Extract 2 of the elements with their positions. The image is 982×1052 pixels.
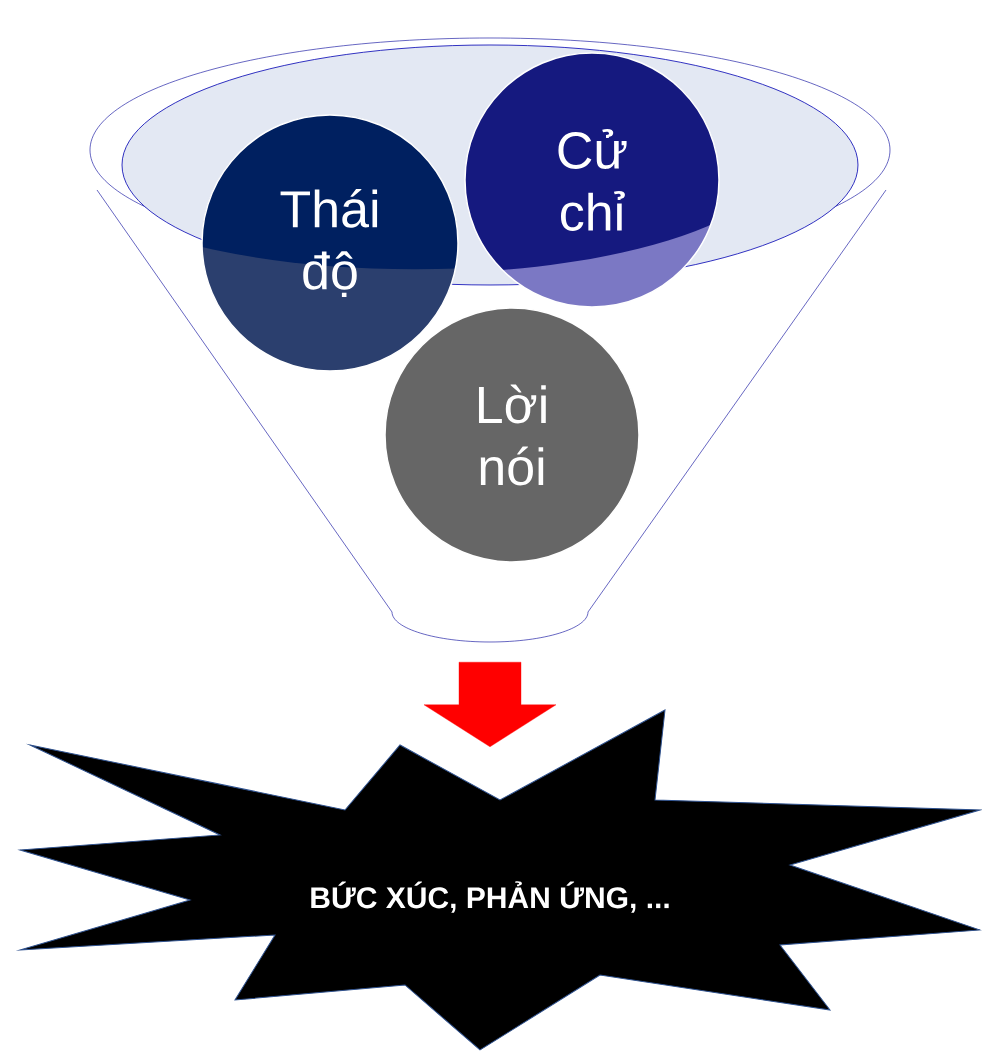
arrow	[423, 662, 557, 747]
starburst: BỨC XÚC, PHẢN ỨNG, ...	[19, 709, 981, 1051]
